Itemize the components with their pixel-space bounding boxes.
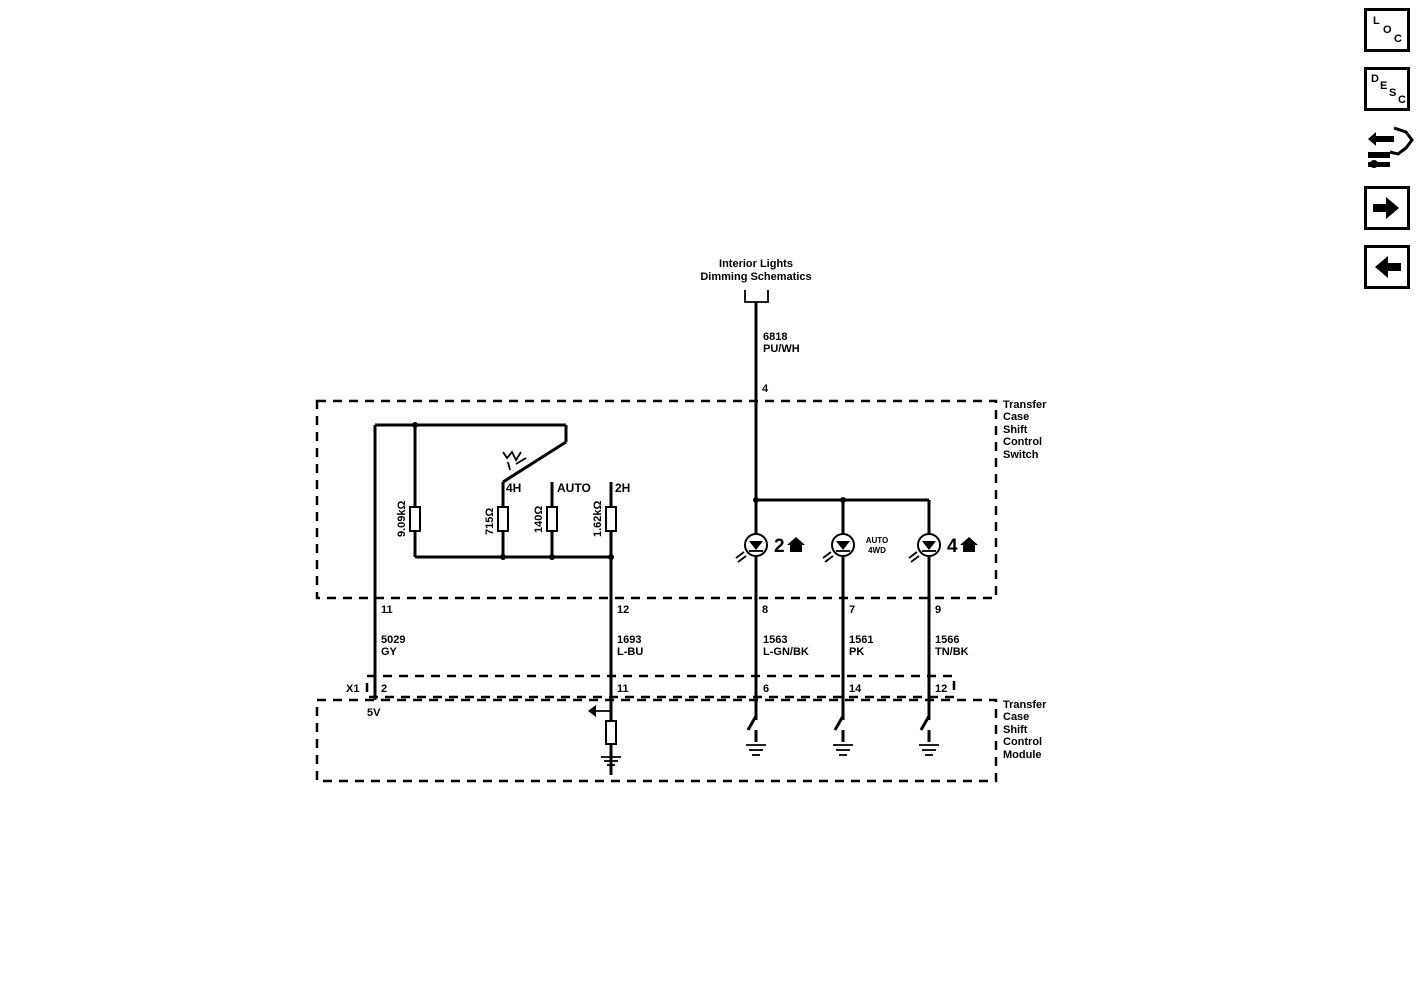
resistor-140-label: 140Ω xyxy=(533,506,545,533)
module-input-resistor xyxy=(588,705,617,745)
indicator-led-4h xyxy=(908,533,941,563)
next-button[interactable] xyxy=(1364,186,1410,230)
desc-letter-e: E xyxy=(1380,80,1388,92)
loc-letter-c: C xyxy=(1394,33,1402,45)
module-switch-12 xyxy=(919,715,931,742)
top-wire-pin: 4 xyxy=(762,383,769,395)
wire-5029-color: GY xyxy=(381,646,398,658)
top-wire-circuit: 6818 xyxy=(763,331,787,343)
rotary-switch-icon xyxy=(502,450,527,471)
indicator-auto-label: AUTO xyxy=(866,536,889,545)
wire-1563-circuit: 1563 xyxy=(763,634,787,646)
module-switch-14 xyxy=(833,715,845,742)
indicator-4h-glyph: 4 xyxy=(947,536,958,557)
switch-label-2: Case xyxy=(1003,411,1029,423)
position-4h: 4H xyxy=(506,481,521,495)
resistor-9k xyxy=(409,506,421,532)
module-label-1: Transfer xyxy=(1003,699,1047,711)
previous-arrow-icon xyxy=(1375,256,1401,278)
up-arrow-icon xyxy=(787,537,805,552)
switch-box xyxy=(315,399,998,600)
top-wire-color: PU/WH xyxy=(763,343,800,355)
top-ref-line1: Interior Lights xyxy=(719,258,793,270)
resistor-1k62 xyxy=(605,506,617,532)
previous-button[interactable] xyxy=(1364,245,1410,289)
connector-label: X1 xyxy=(346,683,359,695)
loc-letter-l: L xyxy=(1373,15,1380,27)
indicator-led-2h xyxy=(735,533,768,563)
wire-5029-switch-pin: 11 xyxy=(381,604,393,616)
module-switch-6 xyxy=(746,715,758,742)
ground-icon xyxy=(833,744,853,756)
position-auto: AUTO xyxy=(557,481,591,495)
resistor-1k62-label: 1.62kΩ xyxy=(592,500,604,537)
wire-1563-module-pin: 6 xyxy=(763,683,769,695)
ground-icon xyxy=(919,744,939,756)
desc-letter-s: S xyxy=(1389,87,1397,99)
connector-harness-icon[interactable] xyxy=(1364,122,1414,172)
module-box xyxy=(315,698,998,783)
wire-1693-color: L-BU xyxy=(617,646,643,658)
desc-letter-c: C xyxy=(1398,94,1406,106)
resistor-715 xyxy=(497,506,509,532)
wire-1693-circuit: 1693 xyxy=(617,634,641,646)
wire-1566-switch-pin: 9 xyxy=(935,604,941,616)
module-label-3: Shift xyxy=(1003,724,1028,736)
wire-1566-circuit: 1566 xyxy=(935,634,959,646)
connector-x1 xyxy=(365,674,956,699)
switch-label-5: Switch xyxy=(1003,449,1039,461)
wire-1566-color: TN/BK xyxy=(935,646,969,658)
wire-5029-circuit: 5029 xyxy=(381,634,405,646)
desc-button[interactable]: D E S C xyxy=(1364,67,1410,111)
loc-button[interactable]: L O C xyxy=(1364,8,1410,52)
wire-1561-module-pin: 14 xyxy=(849,683,862,695)
switch-label-4: Control xyxy=(1003,436,1042,448)
top-ref-connector xyxy=(744,290,769,303)
resistor-715-label: 715Ω xyxy=(484,508,496,535)
module-label-2: Case xyxy=(1003,711,1029,723)
up-arrow-icon xyxy=(960,537,978,552)
switch-label-3: Shift xyxy=(1003,424,1028,436)
switch-label-1: Transfer xyxy=(1003,399,1047,411)
wire-1561-circuit: 1561 xyxy=(849,634,873,646)
loc-letter-o: O xyxy=(1383,24,1392,36)
module-label-4: Control xyxy=(1003,736,1042,748)
resistor-9k-label: 9.09kΩ xyxy=(396,500,408,537)
position-2h: 2H xyxy=(615,481,630,495)
resistor-140 xyxy=(546,506,558,532)
wire-1693-switch-pin: 12 xyxy=(617,604,629,616)
indicator-2h-glyph: 2 xyxy=(774,536,785,557)
indicator-led-auto xyxy=(822,533,855,563)
next-arrow-icon xyxy=(1373,197,1399,219)
wire-1563-color: L-GN/BK xyxy=(763,646,809,658)
wire-1566-module-pin: 12 xyxy=(935,683,947,695)
indicator-bus xyxy=(753,497,931,720)
wire-1561-color: PK xyxy=(849,646,864,658)
top-ref-line2: Dimming Schematics xyxy=(700,271,811,283)
module-label-5: Module xyxy=(1003,749,1042,761)
wire-1563-switch-pin: 8 xyxy=(762,604,768,616)
voltage-label: 5V xyxy=(367,707,381,719)
ground-icon xyxy=(601,756,621,766)
wire-1561-switch-pin: 7 xyxy=(849,604,855,616)
indicator-auto-sublabel: 4WD xyxy=(868,546,886,555)
desc-letter-d: D xyxy=(1371,73,1379,85)
ground-icon xyxy=(746,744,766,756)
wire-5029-module-pin: 2 xyxy=(381,683,387,695)
wire-1693-module-pin: 11 xyxy=(617,683,629,695)
